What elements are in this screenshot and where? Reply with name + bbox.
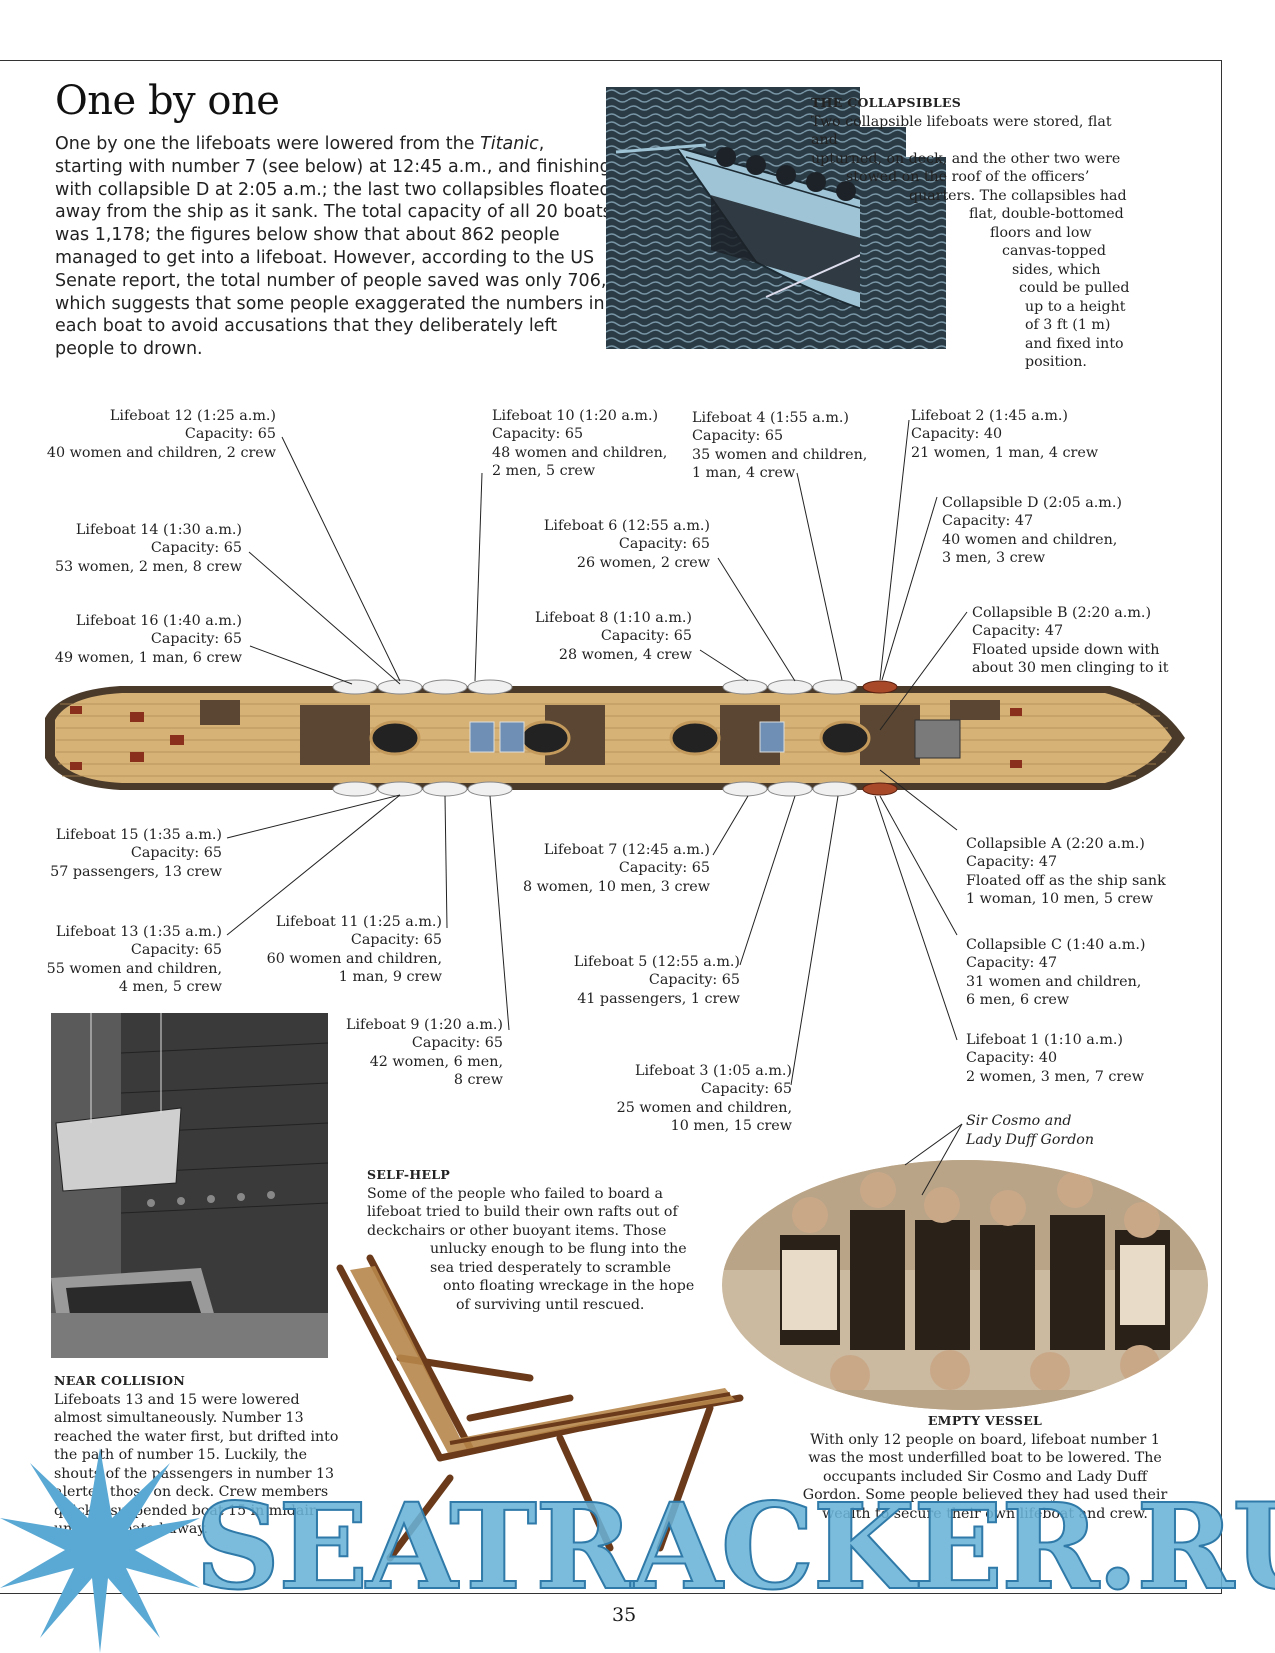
self-help-caption: SELF-HELP Some of the people who failed … — [367, 1166, 707, 1314]
collapsible-boat-photo — [606, 87, 1016, 349]
page-title: One by one — [55, 78, 280, 124]
collapsibles-caption: THE COLLAPSIBLES Two collapsible lifeboa… — [811, 95, 1130, 370]
empty-vessel-caption: EMPTY VESSEL With only 12 people on boar… — [795, 1412, 1175, 1523]
ship-hull — [45, 686, 1185, 790]
near-collision-photo — [51, 1013, 328, 1358]
watermark-text: SEATRACKER.RU — [194, 1477, 1275, 1616]
page-number: 35 — [612, 1604, 637, 1626]
watermark-burst-icon — [0, 1448, 200, 1653]
gordon-group-photo — [722, 1160, 1208, 1410]
page-frame — [0, 60, 1222, 1594]
gordon-label: Sir Cosmo and Lady Duff Gordon — [966, 1113, 1094, 1148]
deckchair-image — [336, 1254, 744, 1562]
empty-vessel-heading: EMPTY VESSEL — [927, 1413, 1043, 1428]
self-help-heading: SELF-HELP — [367, 1167, 451, 1182]
intro-paragraph: One by one the lifeboats were lowered fr… — [55, 134, 612, 360]
collapsibles-heading: THE COLLAPSIBLES — [811, 95, 962, 110]
near-collision-caption: NEAR COLLISION Lifeboats 13 and 15 were … — [54, 1372, 344, 1539]
leader-lines — [226, 419, 968, 1086]
near-collision-heading: NEAR COLLISION — [54, 1373, 186, 1388]
